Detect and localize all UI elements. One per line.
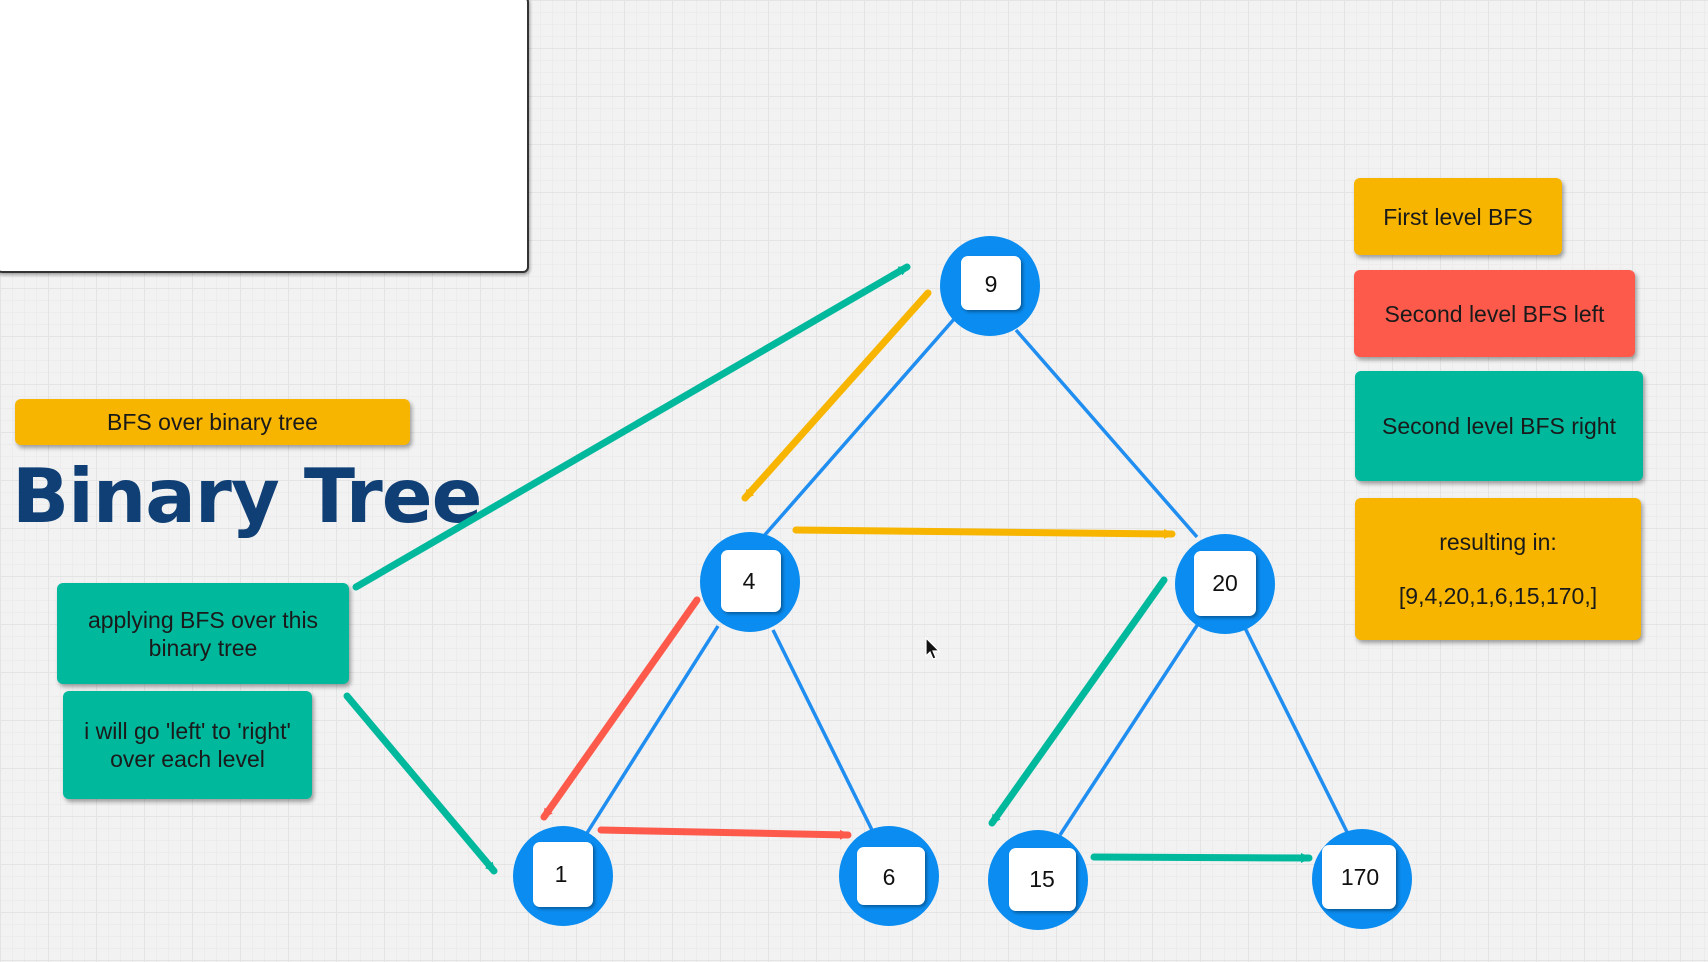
edge-9-20 <box>1014 328 1199 539</box>
arrow-4-to-20 <box>792 526 1176 539</box>
arrow-note-to-leaf <box>343 692 498 875</box>
tree-node-15: 15 <box>988 830 1088 930</box>
arrow-20-to-15 <box>988 576 1168 827</box>
tree-node-170: 170 <box>1312 829 1412 929</box>
note-left-right-text: i will go 'left' to 'right' over each le… <box>84 718 291 772</box>
tree-node-6-label: 6 <box>883 864 896 890</box>
tree-node-15-label: 15 <box>1029 866 1055 892</box>
legend-result: resulting in: [9,4,20,1,6,15,170,] <box>1355 498 1641 640</box>
arrow-note-to-root <box>352 263 911 591</box>
legend-first-level-label: First level BFS <box>1383 203 1533 230</box>
legend-result-label: resulting in: <box>1439 529 1557 555</box>
tree-node-6: 6 <box>839 826 939 926</box>
tree-node-1: 1 <box>513 826 613 926</box>
edge-4-1 <box>585 625 720 834</box>
tree-node-1-label: 1 <box>555 861 568 887</box>
blank-panel <box>0 0 529 273</box>
bfs-tag: BFS over binary tree <box>15 399 410 445</box>
mouse-cursor-icon <box>925 636 941 660</box>
bfs-tag-label: BFS over binary tree <box>107 409 318 435</box>
tree-node-20: 20 <box>1175 534 1275 634</box>
tree-node-9-label: 9 <box>985 271 998 297</box>
legend-result-value: [9,4,20,1,6,15,170,] <box>1398 583 1598 609</box>
tree-node-4: 4 <box>700 532 800 632</box>
note-applying-bfs-text: applying BFS over this binary tree <box>87 606 319 661</box>
arrow-9-to-4 <box>741 289 932 502</box>
note-left-right: i will go 'left' to 'right' over each le… <box>63 691 312 799</box>
page-title: Binary Tree <box>12 452 483 540</box>
legend-second-level-right-label: Second level BFS right <box>1382 413 1616 439</box>
arrow-1-to-6 <box>597 826 852 840</box>
legend-second-level-right: Second level BFS right <box>1355 371 1643 481</box>
edge-4-6 <box>771 629 874 831</box>
arrow-4-to-1 <box>540 596 701 821</box>
edge-20-170 <box>1243 627 1351 837</box>
edge-20-15 <box>1058 623 1200 836</box>
tree-node-170-label: 170 <box>1341 864 1379 890</box>
tree-node-20-label: 20 <box>1212 570 1238 596</box>
edge-9-4 <box>761 316 957 539</box>
arrow-15-to-170 <box>1090 852 1313 863</box>
legend-first-level: First level BFS <box>1354 178 1562 255</box>
legend-second-level-left: Second level BFS left <box>1354 270 1635 357</box>
tree-node-9: 9 <box>940 236 1040 336</box>
note-applying-bfs: applying BFS over this binary tree <box>57 583 349 684</box>
legend-second-level-left-label: Second level BFS left <box>1384 300 1605 327</box>
tree-node-4-label: 4 <box>743 568 756 594</box>
